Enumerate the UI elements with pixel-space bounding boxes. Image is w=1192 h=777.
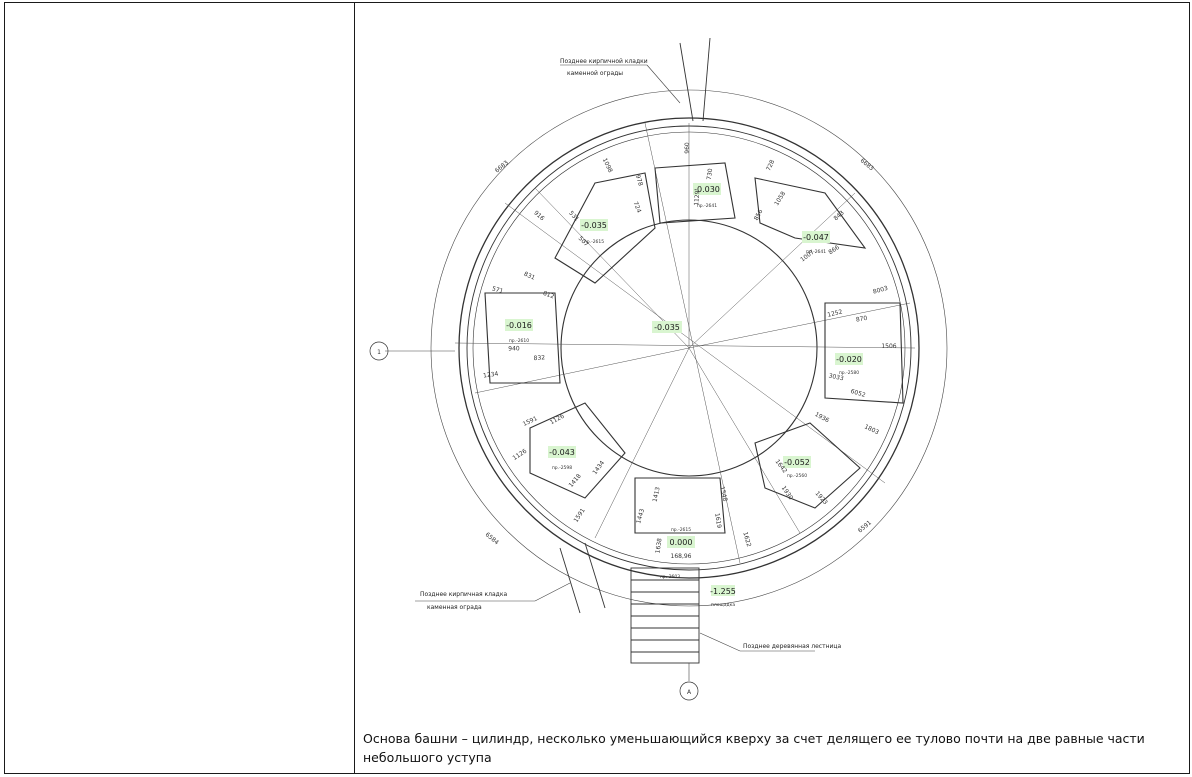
callout-top-line2: каменной ограды [567,70,623,77]
dimension-label: 870 [855,315,868,324]
dimension-label: 507 [577,235,590,248]
dimension-label: 8003 [872,285,889,296]
dimension-label: 724 [632,201,643,214]
dimension-label: 843 [832,209,845,222]
dimension-label: 6052 [850,388,867,399]
dimension-label: 1234 [483,370,499,379]
staircase [630,567,700,664]
axis-mark-left-label: 1 [377,349,381,356]
outer-dimension-2: 6683 [859,157,875,172]
room-4-elevation: -0.016 [506,321,532,330]
dimension-label: 1252 [827,308,844,318]
dimension-label: 1591 [573,507,587,524]
drawing-cell: 1 А Позднее кирпичной кладки каменной ог… [355,3,1189,773]
dimension-label: 832 [533,354,545,362]
dimension-label: 1548 [718,486,728,503]
entry-value: 168,96 [671,553,692,560]
tower-floor-plan-drawing: 1 А Позднее кирпичной кладки каменной ог… [369,37,948,701]
dimension-label: 1413 [652,486,662,503]
dimension-label: 1619 [713,513,722,529]
outer-dimension-4: 6591 [857,519,873,534]
room-4-sub: пр.-2610 [509,338,529,344]
empty-left-cell [5,3,355,773]
dimension-label: 730 [706,168,714,180]
room-1-sub: пр.-2615 [584,239,604,245]
dimension-label: 856 [753,208,765,222]
room-5-sub: пр.-2580 [839,370,859,376]
dimension-label: 831 [523,271,536,282]
dimension-label: 1591 [522,415,539,428]
room-7-sub: пр.-2560 [787,473,807,479]
room-3-elevation: -0.047 [803,233,829,242]
dimension-label: 812 [542,290,555,301]
room-2-elevation: -0.030 [694,185,720,194]
axis-mark-bottom [679,681,699,701]
center-elevation: -0.035 [654,323,680,332]
dimension-label: 728 [765,159,776,173]
dimension-label: 978 [634,174,644,187]
callout-stairs: Позднее деревянная лестница [743,643,841,650]
dimension-label: 1126 [512,448,529,462]
dimension-label: 866 [827,244,841,256]
outer-dimension-1: 6683 [494,159,510,174]
radial-lines [454,122,916,564]
dimension-label: 531 [567,210,580,223]
room-6-sub: пр.-2598 [552,465,572,471]
axis-mark-bottom-label: А [687,689,692,696]
dimension-label: 1058 [773,190,787,207]
outer-dimension-arc [430,89,948,607]
leader-lines [385,64,815,681]
callout-top-line1: Позднее кирпичной кладки [560,58,648,65]
entry-sub: пр.-2615 [671,527,691,533]
room-2-sub: пр.-2641 [697,203,717,209]
caption-text: Основа башни – цилиндр, несколько уменьш… [363,731,1145,765]
dimension-label: 1418 [568,473,583,489]
dimension-label: 1622 [741,531,752,548]
dimension-label: 3033 [828,372,845,382]
dimension-label: 1803 [863,423,880,436]
room-elevations: -0.035 пр.-2615 -0.030 пр.-2641 -0.047 п… [505,183,863,608]
dimension-label: 1434 [591,459,606,476]
room-3-sub: пр.-2641 [806,249,826,255]
dimension-label: 1443 [635,508,646,525]
room-5-elevation: -0.020 [836,355,862,364]
dimension-label: 960 [684,142,691,154]
dimension-label: 1936 [814,411,831,424]
dimension-label: 1638 [654,538,663,554]
dimension-label: 916 [532,209,545,222]
stair-elevation: -1.255 [710,587,736,596]
axis-mark-left [369,341,389,361]
entry-elevation: 0.000 [670,538,693,547]
room-1-elevation: -0.035 [581,221,607,230]
dimension-label: 1126 [549,413,566,427]
stair-sub: площадка [711,603,735,608]
entry-sub2: пр.-2603 [660,574,680,580]
outer-dimension-3: 6584 [484,531,500,546]
dimension-label: 940 [508,345,520,352]
dimension-label: 1129 [693,190,701,206]
dimension-label: 571 [491,285,504,295]
dimension-label: 1098 [601,157,614,174]
room-7-elevation: -0.052 [784,458,810,467]
outer-wall-circle [458,117,920,579]
room-6-elevation: -0.043 [549,448,575,457]
callout-left-line2: каменная ограда [427,604,482,611]
callout-left-line1: Позднее кирпичная кладка [420,591,507,598]
dimension-label: 1923 [813,490,828,506]
approach-walls [559,37,711,614]
document-table: 1 А Позднее кирпичной кладки каменной ог… [4,2,1190,774]
dimension-label: 1506 [881,343,896,350]
